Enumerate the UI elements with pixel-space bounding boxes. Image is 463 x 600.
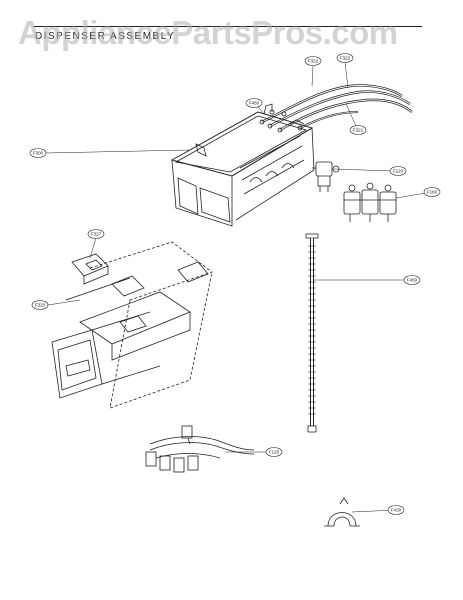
svg-text:F322: F322 — [340, 56, 351, 61]
leader-lines — [45, 61, 433, 513]
callout-f320: F320 — [31, 300, 49, 310]
callout-f430: F430 — [387, 505, 405, 515]
callout-f120: F120 — [389, 166, 407, 176]
diagram-title: DISPENSER ASSEMBLY — [35, 31, 176, 42]
siphon-cap — [71, 253, 109, 285]
svg-text:F320: F320 — [35, 303, 46, 308]
svg-text:F160: F160 — [427, 190, 438, 195]
svg-text:F327: F327 — [91, 232, 102, 237]
triple-inlet-valve — [343, 182, 397, 222]
callout-f125: F125 — [265, 447, 283, 457]
svg-text:F321: F321 — [353, 128, 364, 133]
callout-f322b: F322 — [336, 53, 354, 63]
svg-text:F450: F450 — [407, 278, 418, 283]
dispenser-drawer — [51, 241, 213, 409]
callout-f450: F450 — [403, 275, 421, 285]
drain-hose — [305, 233, 319, 433]
hose-clip — [324, 497, 360, 527]
single-inlet-valve — [312, 161, 340, 192]
callout-f460: F460 — [245, 98, 263, 108]
dispenser-housing — [170, 103, 315, 227]
inlet-hoses — [259, 84, 413, 133]
callout-f321: F321 — [349, 125, 367, 135]
header-rule — [33, 26, 422, 27]
wire-harness — [145, 425, 255, 473]
svg-text:F430: F430 — [391, 508, 402, 513]
svg-text:F460: F460 — [249, 101, 260, 106]
callout-labels: F322 F322 F460 F321 F300 F120 — [29, 53, 441, 515]
callout-f322a: F322 — [304, 56, 322, 66]
callout-f160: F160 — [423, 187, 441, 197]
svg-text:F125: F125 — [269, 450, 280, 455]
svg-text:F120: F120 — [393, 169, 404, 174]
callout-f300: F300 — [29, 148, 47, 158]
callout-f327: F327 — [87, 229, 105, 239]
svg-text:F322: F322 — [308, 59, 319, 64]
svg-text:F300: F300 — [33, 151, 44, 156]
